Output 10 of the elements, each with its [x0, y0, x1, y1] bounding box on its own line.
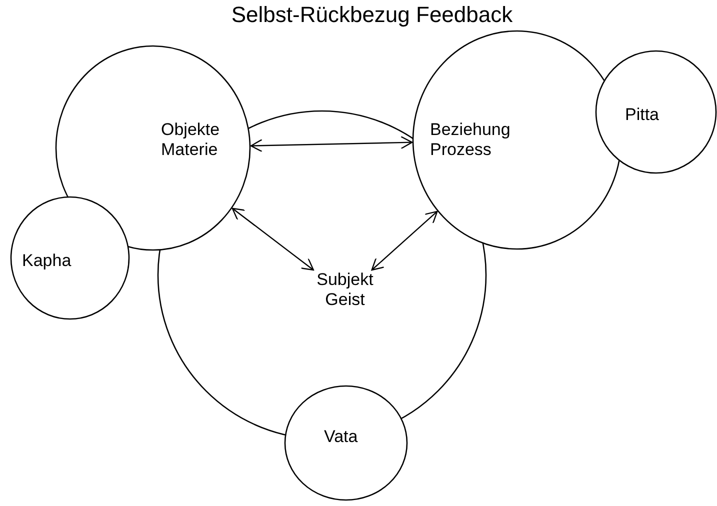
arrow — [250, 136, 413, 152]
node-label: Beziehung Prozess — [430, 120, 512, 160]
node-label: Subjekt Geist — [300, 270, 390, 318]
title: Selbst-Rückbezug Feedback — [230, 2, 514, 27]
arrow — [232, 208, 314, 271]
node-label: Vata — [324, 427, 359, 447]
node-label: Objekte Materie — [161, 120, 221, 160]
node-label: Kapha — [22, 251, 72, 271]
node-label: Pitta — [625, 105, 660, 125]
arrow — [371, 210, 438, 271]
